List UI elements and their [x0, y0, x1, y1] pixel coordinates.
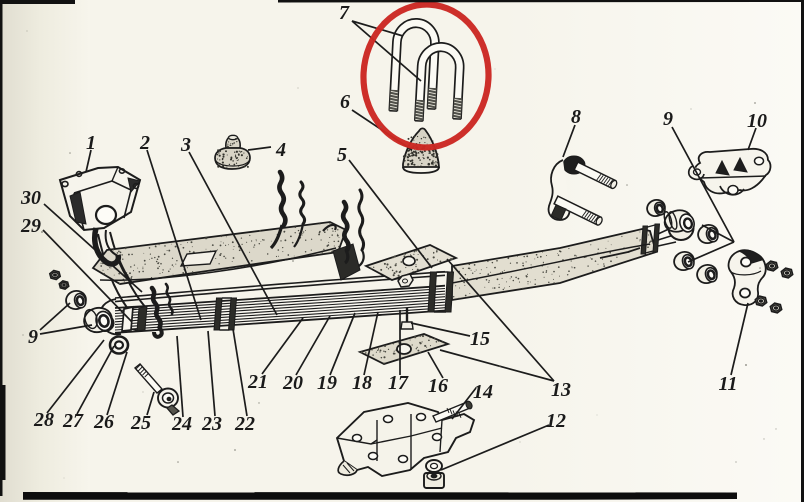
svg-text:29: 29 [20, 215, 41, 237]
svg-text:26: 26 [93, 411, 114, 433]
svg-text:11: 11 [719, 373, 738, 395]
svg-text:13: 13 [551, 379, 571, 401]
svg-text:3: 3 [180, 134, 191, 156]
svg-text:21: 21 [247, 371, 268, 393]
svg-text:24: 24 [171, 413, 192, 435]
svg-text:17: 17 [388, 372, 409, 394]
svg-text:10: 10 [747, 110, 767, 132]
svg-text:9: 9 [28, 326, 38, 348]
svg-text:20: 20 [282, 372, 303, 394]
svg-text:18: 18 [352, 372, 372, 394]
svg-text:12: 12 [546, 410, 566, 432]
svg-text:28: 28 [33, 409, 54, 431]
svg-text:2: 2 [139, 132, 150, 154]
svg-text:14: 14 [473, 381, 493, 403]
svg-text:27: 27 [62, 410, 84, 432]
svg-text:8: 8 [571, 106, 581, 128]
svg-text:19: 19 [317, 372, 337, 394]
svg-text:23: 23 [201, 413, 222, 435]
svg-text:15: 15 [470, 328, 490, 350]
svg-text:30: 30 [20, 187, 41, 209]
svg-text:4: 4 [275, 139, 286, 161]
svg-text:7: 7 [339, 2, 350, 24]
svg-text:9: 9 [663, 108, 673, 130]
svg-text:1: 1 [86, 132, 96, 154]
svg-text:25: 25 [130, 412, 151, 434]
svg-text:22: 22 [234, 413, 255, 435]
svg-text:16: 16 [428, 375, 448, 397]
svg-text:5: 5 [337, 144, 347, 166]
svg-text:6: 6 [340, 91, 350, 113]
